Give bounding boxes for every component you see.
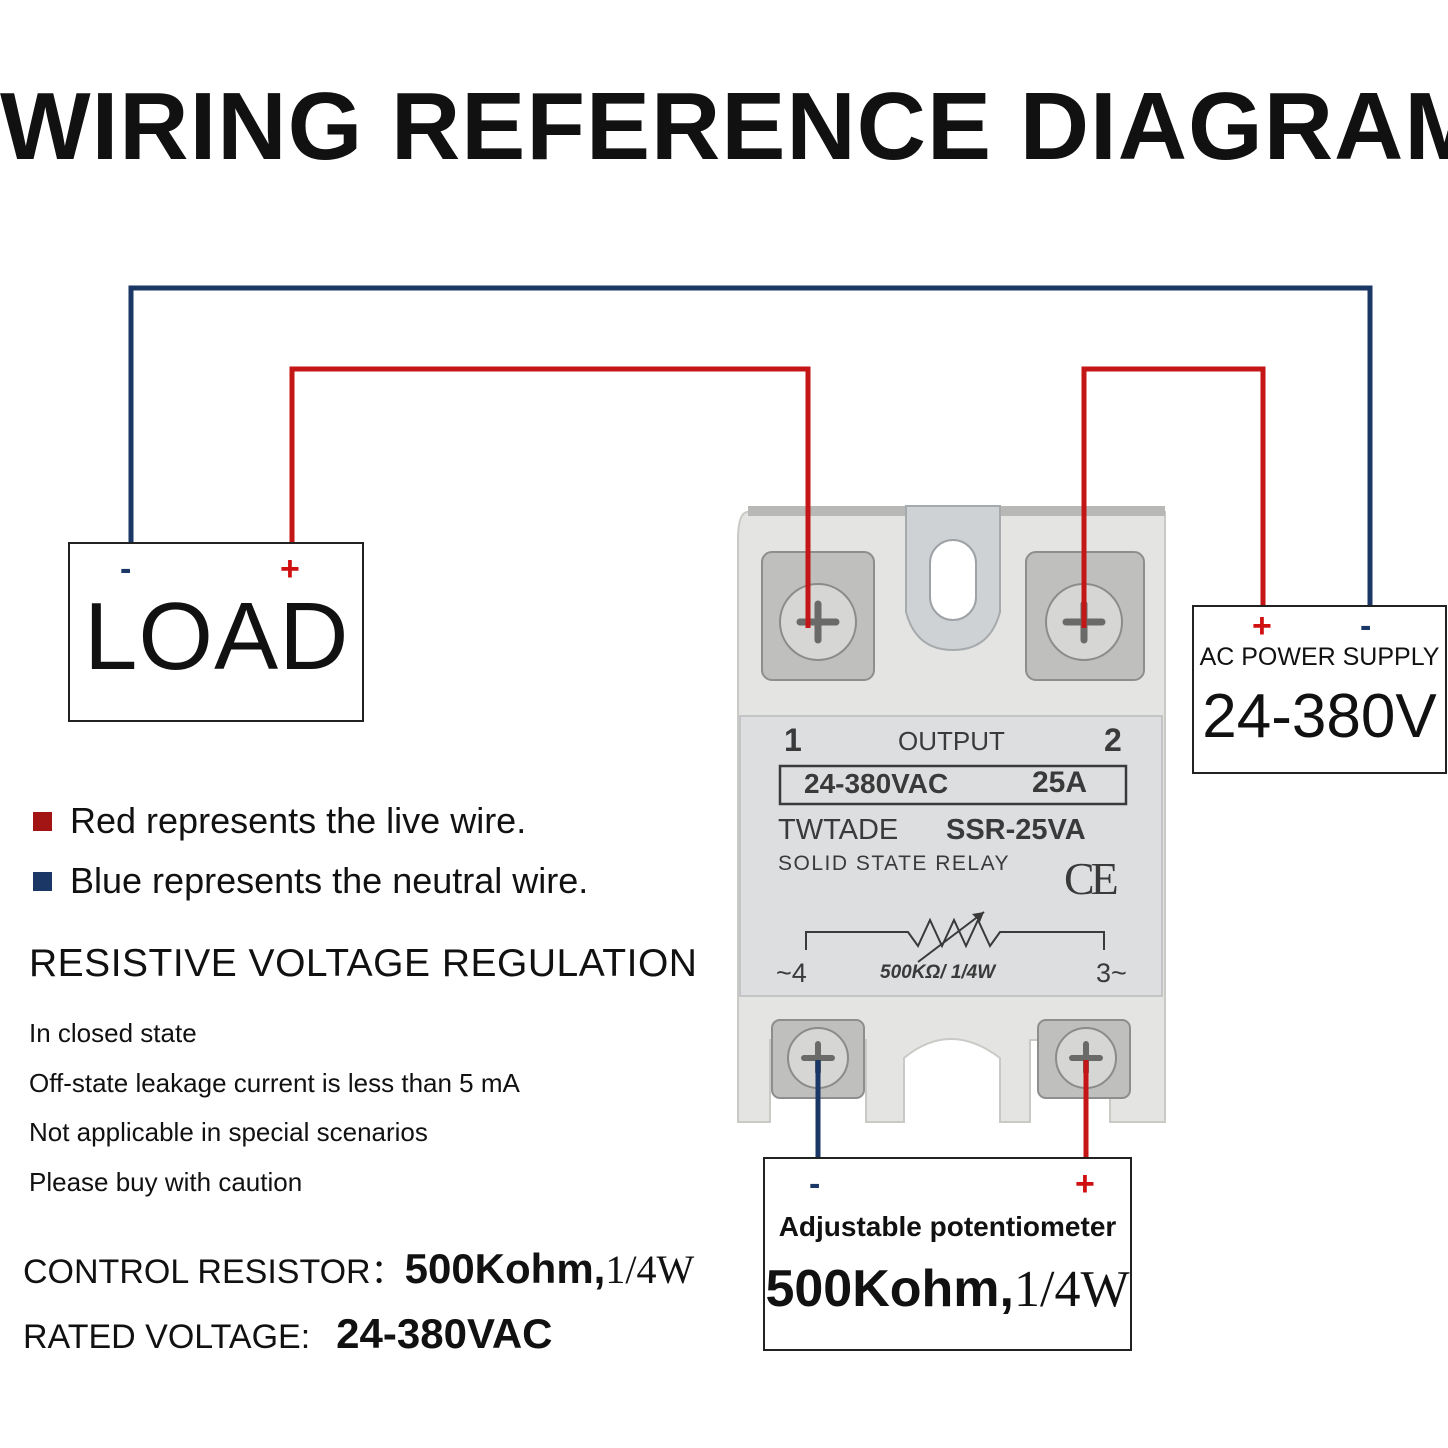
ac-power-supply-box: + - AC POWER SUPPLY 24-380V	[1192, 605, 1447, 774]
legend-red-swatch	[33, 812, 52, 831]
rated-voltage-label: RATED VOLTAGE:	[23, 1318, 311, 1356]
relay-model: SSR-25VA	[946, 814, 1086, 846]
control-resistor-tail: 1/4W	[605, 1247, 695, 1292]
legend-live-text: Red represents the live wire.	[70, 800, 527, 841]
control-resistor-value: 500Kohm,	[404, 1245, 606, 1292]
rated-voltage-value: 24-380VAC	[336, 1310, 553, 1357]
relay-terminal-1: 1	[784, 722, 802, 758]
pot-value-main: 500Kohm,	[765, 1260, 1014, 1318]
page-title: WIRING REFERENCE DIAGRAM	[0, 73, 1448, 180]
load-box: - + LOAD	[68, 542, 364, 722]
ce-mark: CE	[1064, 853, 1119, 904]
relay-rating-voltage: 24-380VAC	[804, 768, 949, 799]
control-resistor-label: CONTROL RESISTOR：	[23, 1253, 405, 1291]
load-negative-sign: -	[120, 550, 132, 588]
relay-rating-current: 25A	[1032, 766, 1088, 799]
regulation-heading: RESISTIVE VOLTAGE REGULATION	[29, 942, 698, 985]
pot-positive-sign: +	[1075, 1165, 1095, 1203]
neutral-wire-load-supply	[128, 285, 1373, 606]
relay-terminal-2: 2	[1104, 722, 1122, 758]
load-label: LOAD	[84, 583, 350, 690]
relay-output-label: OUTPUT	[898, 726, 1005, 756]
supply-voltage: 24-380V	[1202, 682, 1437, 751]
legend-neutral: Blue represents the neutral wire.	[33, 860, 588, 902]
supply-negative-sign: -	[1360, 607, 1372, 645]
legend-neutral-text: Blue represents the neutral wire.	[70, 860, 589, 901]
relay-terminal-4: ~4	[776, 958, 807, 988]
pot-value-tail: 1/4W	[1014, 1261, 1130, 1318]
relay-terminal-3: 3~	[1096, 958, 1127, 988]
pot-value: 500Kohm,1/4W	[765, 1259, 1130, 1319]
relay-type: SOLID STATE RELAY	[778, 852, 1011, 875]
potentiometer-box: - + Adjustable potentiometer 500Kohm,1/4…	[763, 1157, 1132, 1351]
note-item: Not applicable in special scenarios	[29, 1117, 428, 1147]
terminal-1-screw	[761, 551, 875, 681]
relay-pot-rating: 500KΩ/ 1/4W	[880, 962, 996, 983]
supply-positive-sign: +	[1252, 607, 1272, 645]
note-item: Off-state leakage current is less than 5…	[29, 1068, 520, 1098]
spec-rated-voltage: RATED VOLTAGE: 24-380VAC	[23, 1310, 553, 1358]
live-wire-load-terminal1	[289, 366, 811, 628]
pot-negative-sign: -	[809, 1165, 821, 1203]
note-item: In closed state	[29, 1018, 197, 1048]
relay-brand: TWTADE	[778, 814, 899, 846]
legend-blue-swatch	[33, 872, 52, 891]
note-item: Please buy with caution	[29, 1167, 303, 1197]
spec-control-resistor: CONTROL RESISTOR：500Kohm,1/4W	[23, 1244, 694, 1293]
load-positive-sign: +	[280, 550, 300, 588]
terminal-4-screw	[771, 1019, 865, 1099]
legend-live: Red represents the live wire.	[33, 800, 526, 842]
supply-caption: AC POWER SUPPLY	[1199, 643, 1440, 671]
live-wire-terminal2-supply	[1081, 366, 1266, 628]
pot-caption: Adjustable potentiometer	[778, 1211, 1117, 1242]
